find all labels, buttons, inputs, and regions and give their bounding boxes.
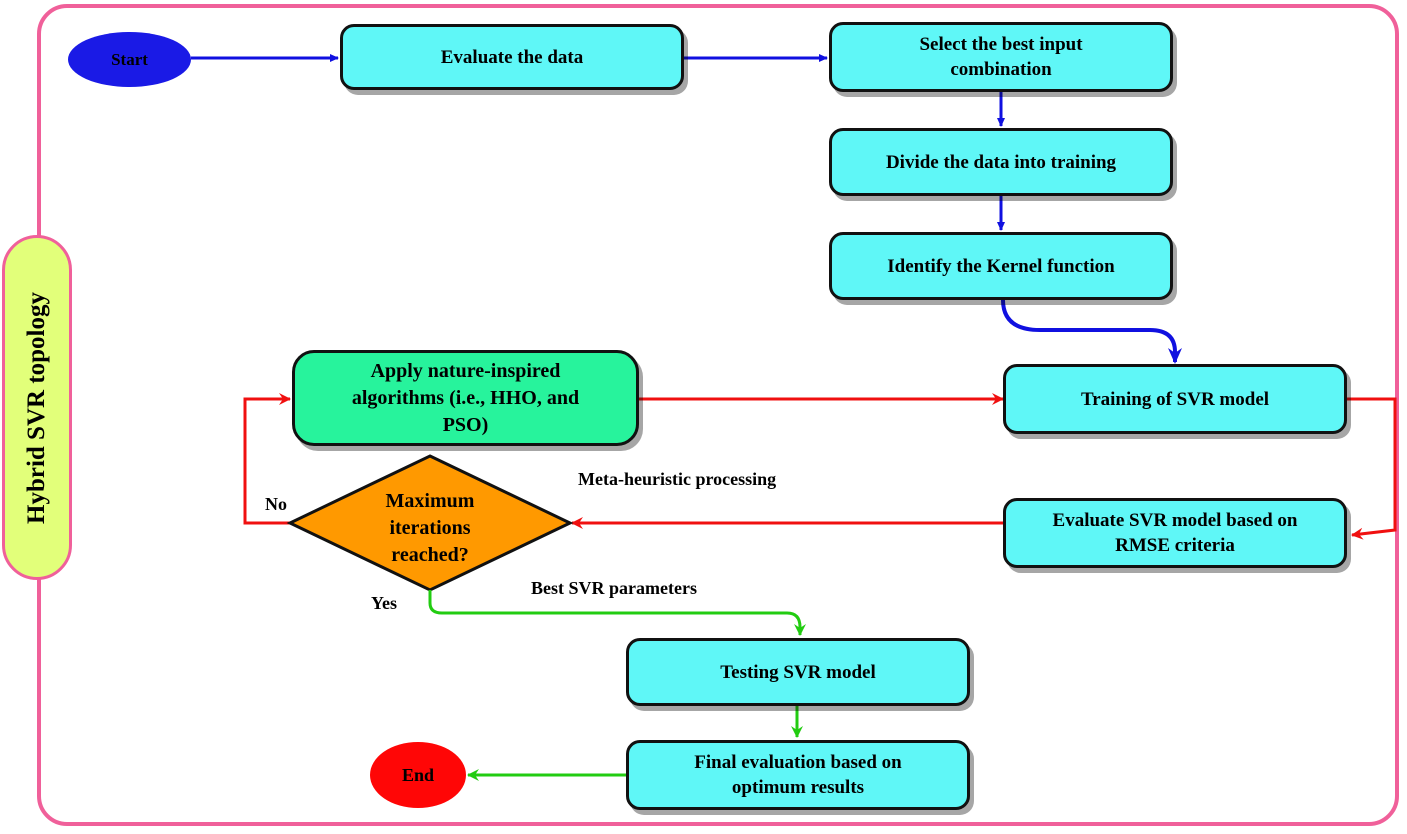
testing-svr-box: Testing SVR model bbox=[626, 638, 970, 706]
start-node: Start bbox=[68, 32, 191, 87]
evaluate-svr-box: Evaluate SVR model based on RMSE criteri… bbox=[1003, 498, 1347, 568]
topology-side-label: Hybrid SVR topology bbox=[2, 235, 72, 580]
identify-kernel-box: Identify the Kernel function bbox=[829, 232, 1173, 300]
meta-heuristic-label: Meta-heuristic processing bbox=[578, 469, 777, 489]
training-svr-box: Training of SVR model bbox=[1003, 364, 1347, 434]
evaluate-data-box: Evaluate the data bbox=[340, 24, 684, 90]
final-evaluation-box: Final evaluation based on optimum result… bbox=[626, 740, 970, 810]
arrow-kernel-to-training bbox=[1001, 299, 1182, 364]
end-node: End bbox=[370, 742, 466, 808]
no-label: No bbox=[265, 494, 287, 514]
select-input-box: Select the best input combination bbox=[829, 22, 1173, 92]
divide-data-box: Divide the data into training bbox=[829, 128, 1173, 196]
arrow-decision-yes-to-testing bbox=[428, 590, 806, 636]
arrow-training-to-evaluate-svr bbox=[1347, 397, 1397, 540]
apply-algorithms-box: Apply nature-inspired algorithms (i.e., … bbox=[292, 350, 639, 446]
decision-text: Maximum iterations reached? bbox=[385, 490, 475, 566]
yes-label: Yes bbox=[371, 593, 397, 613]
arrow-decision-no-to-apply bbox=[243, 393, 291, 525]
best-params-label: Best SVR parameters bbox=[531, 578, 697, 598]
